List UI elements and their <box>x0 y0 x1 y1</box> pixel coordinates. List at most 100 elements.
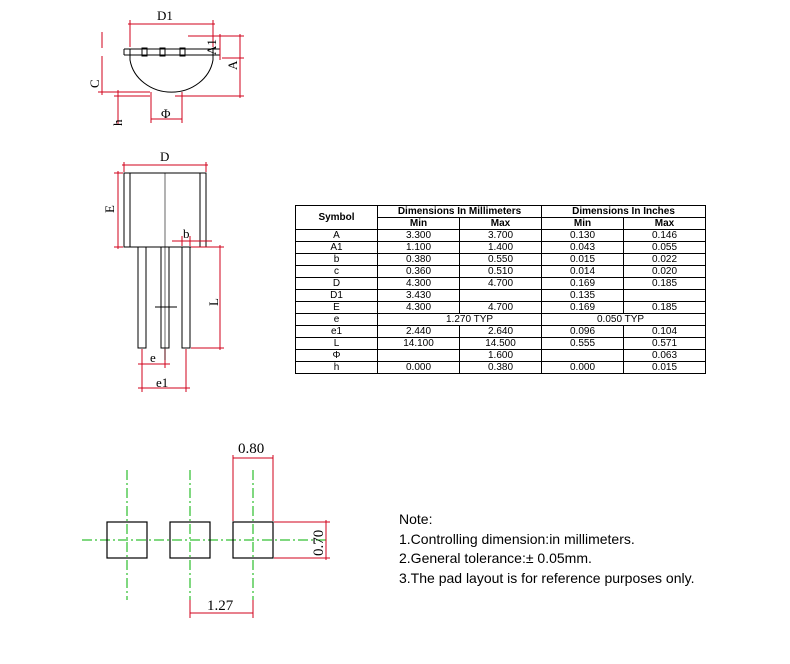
cell-in-max: 0.015 <box>623 361 706 374</box>
cell-mm-max: 0.510 <box>459 265 542 278</box>
cell-in-max: 0.020 <box>623 265 706 278</box>
cell-mm-max: 4.700 <box>459 277 542 290</box>
cell-mm-min: 0.360 <box>377 265 460 278</box>
cell-in-typ: 0.050 TYP <box>541 313 706 326</box>
label-C: C <box>87 79 102 88</box>
cell-mm-max: 1.600 <box>459 349 542 362</box>
pad-3 <box>232 521 274 559</box>
cell-in-min <box>541 349 624 362</box>
cell-symbol: A1 <box>295 241 378 254</box>
cell-mm-min: 2.440 <box>377 325 460 338</box>
pad-2 <box>169 521 211 559</box>
table-row: Φ 1.600 0.063 <box>295 349 706 362</box>
cell-mm-min: 4.300 <box>377 277 460 290</box>
label-e1: e1 <box>156 375 168 390</box>
cell-in-min: 0.015 <box>541 253 624 266</box>
pad-pitch-label: 1.27 <box>207 598 234 614</box>
cell-mm-min: 3.430 <box>377 289 460 302</box>
cell-symbol: D <box>295 277 378 290</box>
note-item: 3.The pad layout is for reference purpos… <box>399 569 695 586</box>
cell-in-min: 0.000 <box>541 361 624 374</box>
label-A: A <box>225 60 240 70</box>
cell-in-min: 0.169 <box>541 301 624 314</box>
inch-header: Dimensions In Inches <box>541 205 706 218</box>
cell-symbol: b <box>295 253 378 266</box>
cell-mm-min <box>377 349 460 362</box>
cell-in-min: 0.130 <box>541 229 624 242</box>
notes-block: Note: 1.Controlling dimension:in millime… <box>399 510 694 588</box>
notes-title: Note: <box>399 511 433 527</box>
cell-in-min: 0.555 <box>541 337 624 350</box>
symbol-header: Symbol <box>295 205 378 230</box>
pad-1 <box>106 521 148 559</box>
cell-mm-min: 0.380 <box>377 253 460 266</box>
label-D: D <box>160 149 169 164</box>
in-min-header: Min <box>541 217 624 230</box>
cell-symbol: L <box>295 337 378 350</box>
cell-in-max: 0.063 <box>623 349 706 362</box>
cell-mm-min: 4.300 <box>377 301 460 314</box>
cell-in-max: 0.185 <box>623 301 706 314</box>
cell-in-max <box>623 289 706 302</box>
mm-header: Dimensions In Millimeters <box>377 205 542 218</box>
cell-symbol: Φ <box>295 349 378 362</box>
pad-width-label: 0.80 <box>238 441 264 457</box>
cell-symbol: e <box>295 313 378 326</box>
mm-max-header: Max <box>459 217 542 230</box>
cell-mm-min: 14.100 <box>377 337 460 350</box>
label-E: E <box>102 205 117 213</box>
cell-in-max: 0.055 <box>623 241 706 254</box>
cell-mm-max: 1.400 <box>459 241 542 254</box>
label-h: h <box>110 119 125 126</box>
cell-in-min: 0.169 <box>541 277 624 290</box>
dimension-table: Symbol Dimensions In Millimeters Dimensi… <box>295 205 706 374</box>
cell-in-max: 0.571 <box>623 337 706 350</box>
cell-mm-min: 1.100 <box>377 241 460 254</box>
label-A1: A1 <box>204 39 219 55</box>
cell-in-min: 0.135 <box>541 289 624 302</box>
cell-in-max: 0.185 <box>623 277 706 290</box>
in-max-header: Max <box>623 217 706 230</box>
top-view-dims <box>98 20 244 125</box>
cell-mm-typ: 1.270 TYP <box>377 313 542 326</box>
cell-mm-min: 3.300 <box>377 229 460 242</box>
label-L: L <box>206 298 221 306</box>
cell-in-max: 0.146 <box>623 229 706 242</box>
cell-in-min: 0.043 <box>541 241 624 254</box>
mm-min-header: Min <box>377 217 460 230</box>
note-item: 2.General tolerance:± 0.05mm. <box>399 550 592 566</box>
pad-layout: 0.80 0.70 1.27 <box>82 441 330 618</box>
cell-mm-max: 0.550 <box>459 253 542 266</box>
cell-mm-max: 0.380 <box>459 361 542 374</box>
cell-mm-min: 0.000 <box>377 361 460 374</box>
note-item: 1.Controlling dimension:in millimeters. <box>399 530 635 547</box>
cell-in-min: 0.014 <box>541 265 624 278</box>
label-phi: Φ <box>161 106 171 121</box>
cell-in-min: 0.096 <box>541 325 624 338</box>
label-e: e <box>150 350 156 365</box>
cell-symbol: E <box>295 301 378 314</box>
cell-symbol: A <box>295 229 378 242</box>
cell-in-max: 0.104 <box>623 325 706 338</box>
cell-in-max: 0.022 <box>623 253 706 266</box>
cell-mm-max: 2.640 <box>459 325 542 338</box>
cell-symbol: D1 <box>295 289 378 302</box>
cell-mm-max: 4.700 <box>459 301 542 314</box>
cell-mm-max: 14.500 <box>459 337 542 350</box>
cell-mm-max <box>459 289 542 302</box>
cell-symbol: h <box>295 361 378 374</box>
label-b: b <box>183 226 190 241</box>
label-D1: D1 <box>157 8 173 23</box>
cell-mm-max: 3.700 <box>459 229 542 242</box>
